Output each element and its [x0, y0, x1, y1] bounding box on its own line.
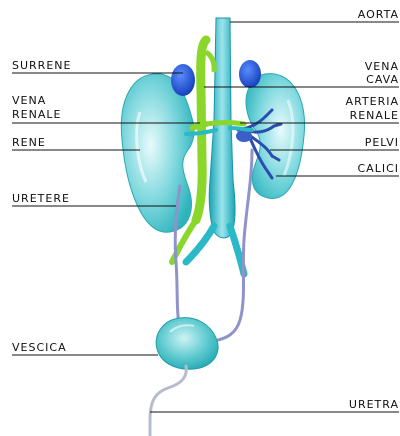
label-pelvi: PELVI [365, 136, 399, 149]
label-calici: CALICI [357, 162, 399, 175]
label-aorta: AORTA [358, 8, 399, 21]
renal-vein-right [206, 123, 244, 125]
label-vena-cava-line2: CAVA [366, 73, 399, 86]
label-uretere: URETERE [12, 192, 70, 205]
adrenal-left [171, 64, 195, 96]
renal-artery-right [230, 128, 252, 130]
vena-cava [196, 40, 206, 220]
label-uretra: URETRA [349, 398, 399, 411]
anatomy [121, 18, 304, 436]
label-vena-renale-line2: RENALE [12, 108, 61, 121]
label-arteria-renale-line2: RENALE [350, 109, 399, 122]
label-surrene: SURRENE [12, 59, 71, 72]
label-rene: RENE [12, 136, 46, 149]
label-arteria-renale-line1: ARTERIA [346, 95, 399, 108]
label-vescica: VESCICA [12, 341, 67, 354]
adrenal-right [239, 60, 261, 88]
kidney-left [121, 74, 194, 232]
label-vena-cava-line1: VENA [365, 60, 399, 73]
urethra [150, 366, 186, 436]
kidney-right [246, 74, 305, 199]
label-vena-renale-line1: VENA [12, 94, 46, 107]
